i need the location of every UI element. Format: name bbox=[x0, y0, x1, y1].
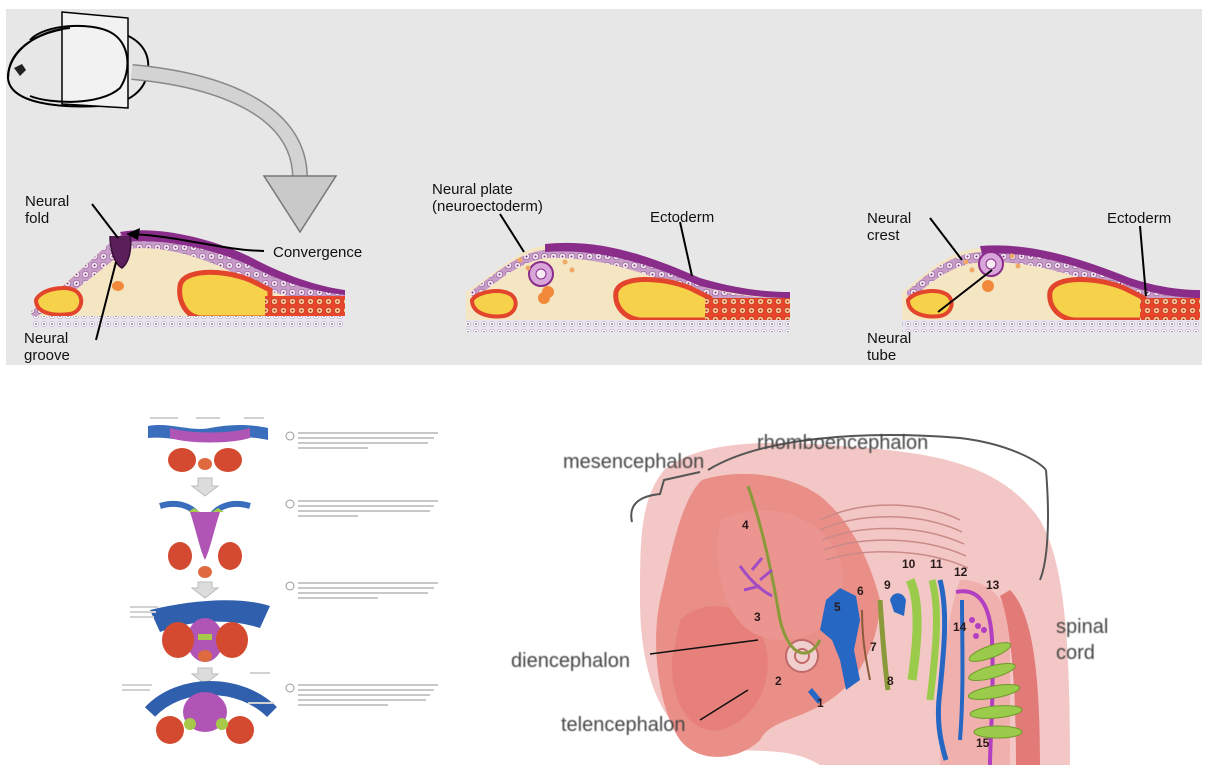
embryo-head-mark bbox=[14, 64, 26, 76]
nerve-number-14: 14 bbox=[953, 620, 966, 634]
embryo-cranial-nerves-diagram bbox=[631, 435, 1070, 765]
label-neural-crest: Neural crest bbox=[867, 210, 911, 244]
nerve-number-7: 7 bbox=[870, 640, 877, 654]
label-ectoderm-stage3: Ectoderm bbox=[1107, 210, 1171, 227]
nerve-number-10: 10 bbox=[902, 557, 915, 571]
nerve-number-13: 13 bbox=[986, 578, 999, 592]
neural-plate-leader bbox=[500, 214, 524, 252]
nerve-number-4: 4 bbox=[742, 518, 749, 532]
label-ectoderm-stage2: Ectoderm bbox=[650, 209, 714, 226]
section-arrow bbox=[132, 72, 336, 232]
label-convergence: Convergence bbox=[273, 244, 362, 261]
nerve-number-2: 2 bbox=[775, 674, 782, 688]
embryo-outline-sketch bbox=[8, 12, 148, 108]
nerve-number-12: 12 bbox=[954, 565, 967, 579]
label-neural-groove: Neural groove bbox=[24, 330, 70, 364]
label-diencephalon: diencephalon bbox=[511, 650, 630, 672]
nerve-number-8: 8 bbox=[887, 674, 894, 688]
nerve-number-11: 11 bbox=[930, 557, 943, 571]
stage3-cross-section bbox=[902, 245, 1200, 332]
neural-fold-leader bbox=[92, 204, 118, 238]
nerve-number-15: 15 bbox=[976, 736, 989, 750]
nerve-number-5: 5 bbox=[834, 600, 841, 614]
label-spinal-cord: spinal cord bbox=[1056, 614, 1108, 666]
neural-crest-leader bbox=[930, 218, 962, 260]
stage2-cross-section bbox=[466, 243, 790, 332]
label-mesencephalon: mesencephalon bbox=[563, 451, 704, 473]
nerve-number-3: 3 bbox=[754, 610, 761, 624]
label-neural-plate: Neural plate (neuroectoderm) bbox=[432, 181, 543, 215]
label-neural-fold: Neural fold bbox=[25, 193, 69, 227]
nerve-number-9: 9 bbox=[884, 578, 891, 592]
nerve-number-6: 6 bbox=[857, 584, 864, 598]
label-neural-tube: Neural tube bbox=[867, 330, 911, 364]
nerve-number-1: 1 bbox=[817, 696, 824, 710]
label-rhombencephalon: rhomboencephalon bbox=[757, 432, 928, 454]
neurulation-steps-thumbnail bbox=[122, 417, 438, 744]
label-telencephalon: telencephalon bbox=[561, 714, 686, 736]
stage2-ectoderm-leader bbox=[680, 222, 692, 276]
